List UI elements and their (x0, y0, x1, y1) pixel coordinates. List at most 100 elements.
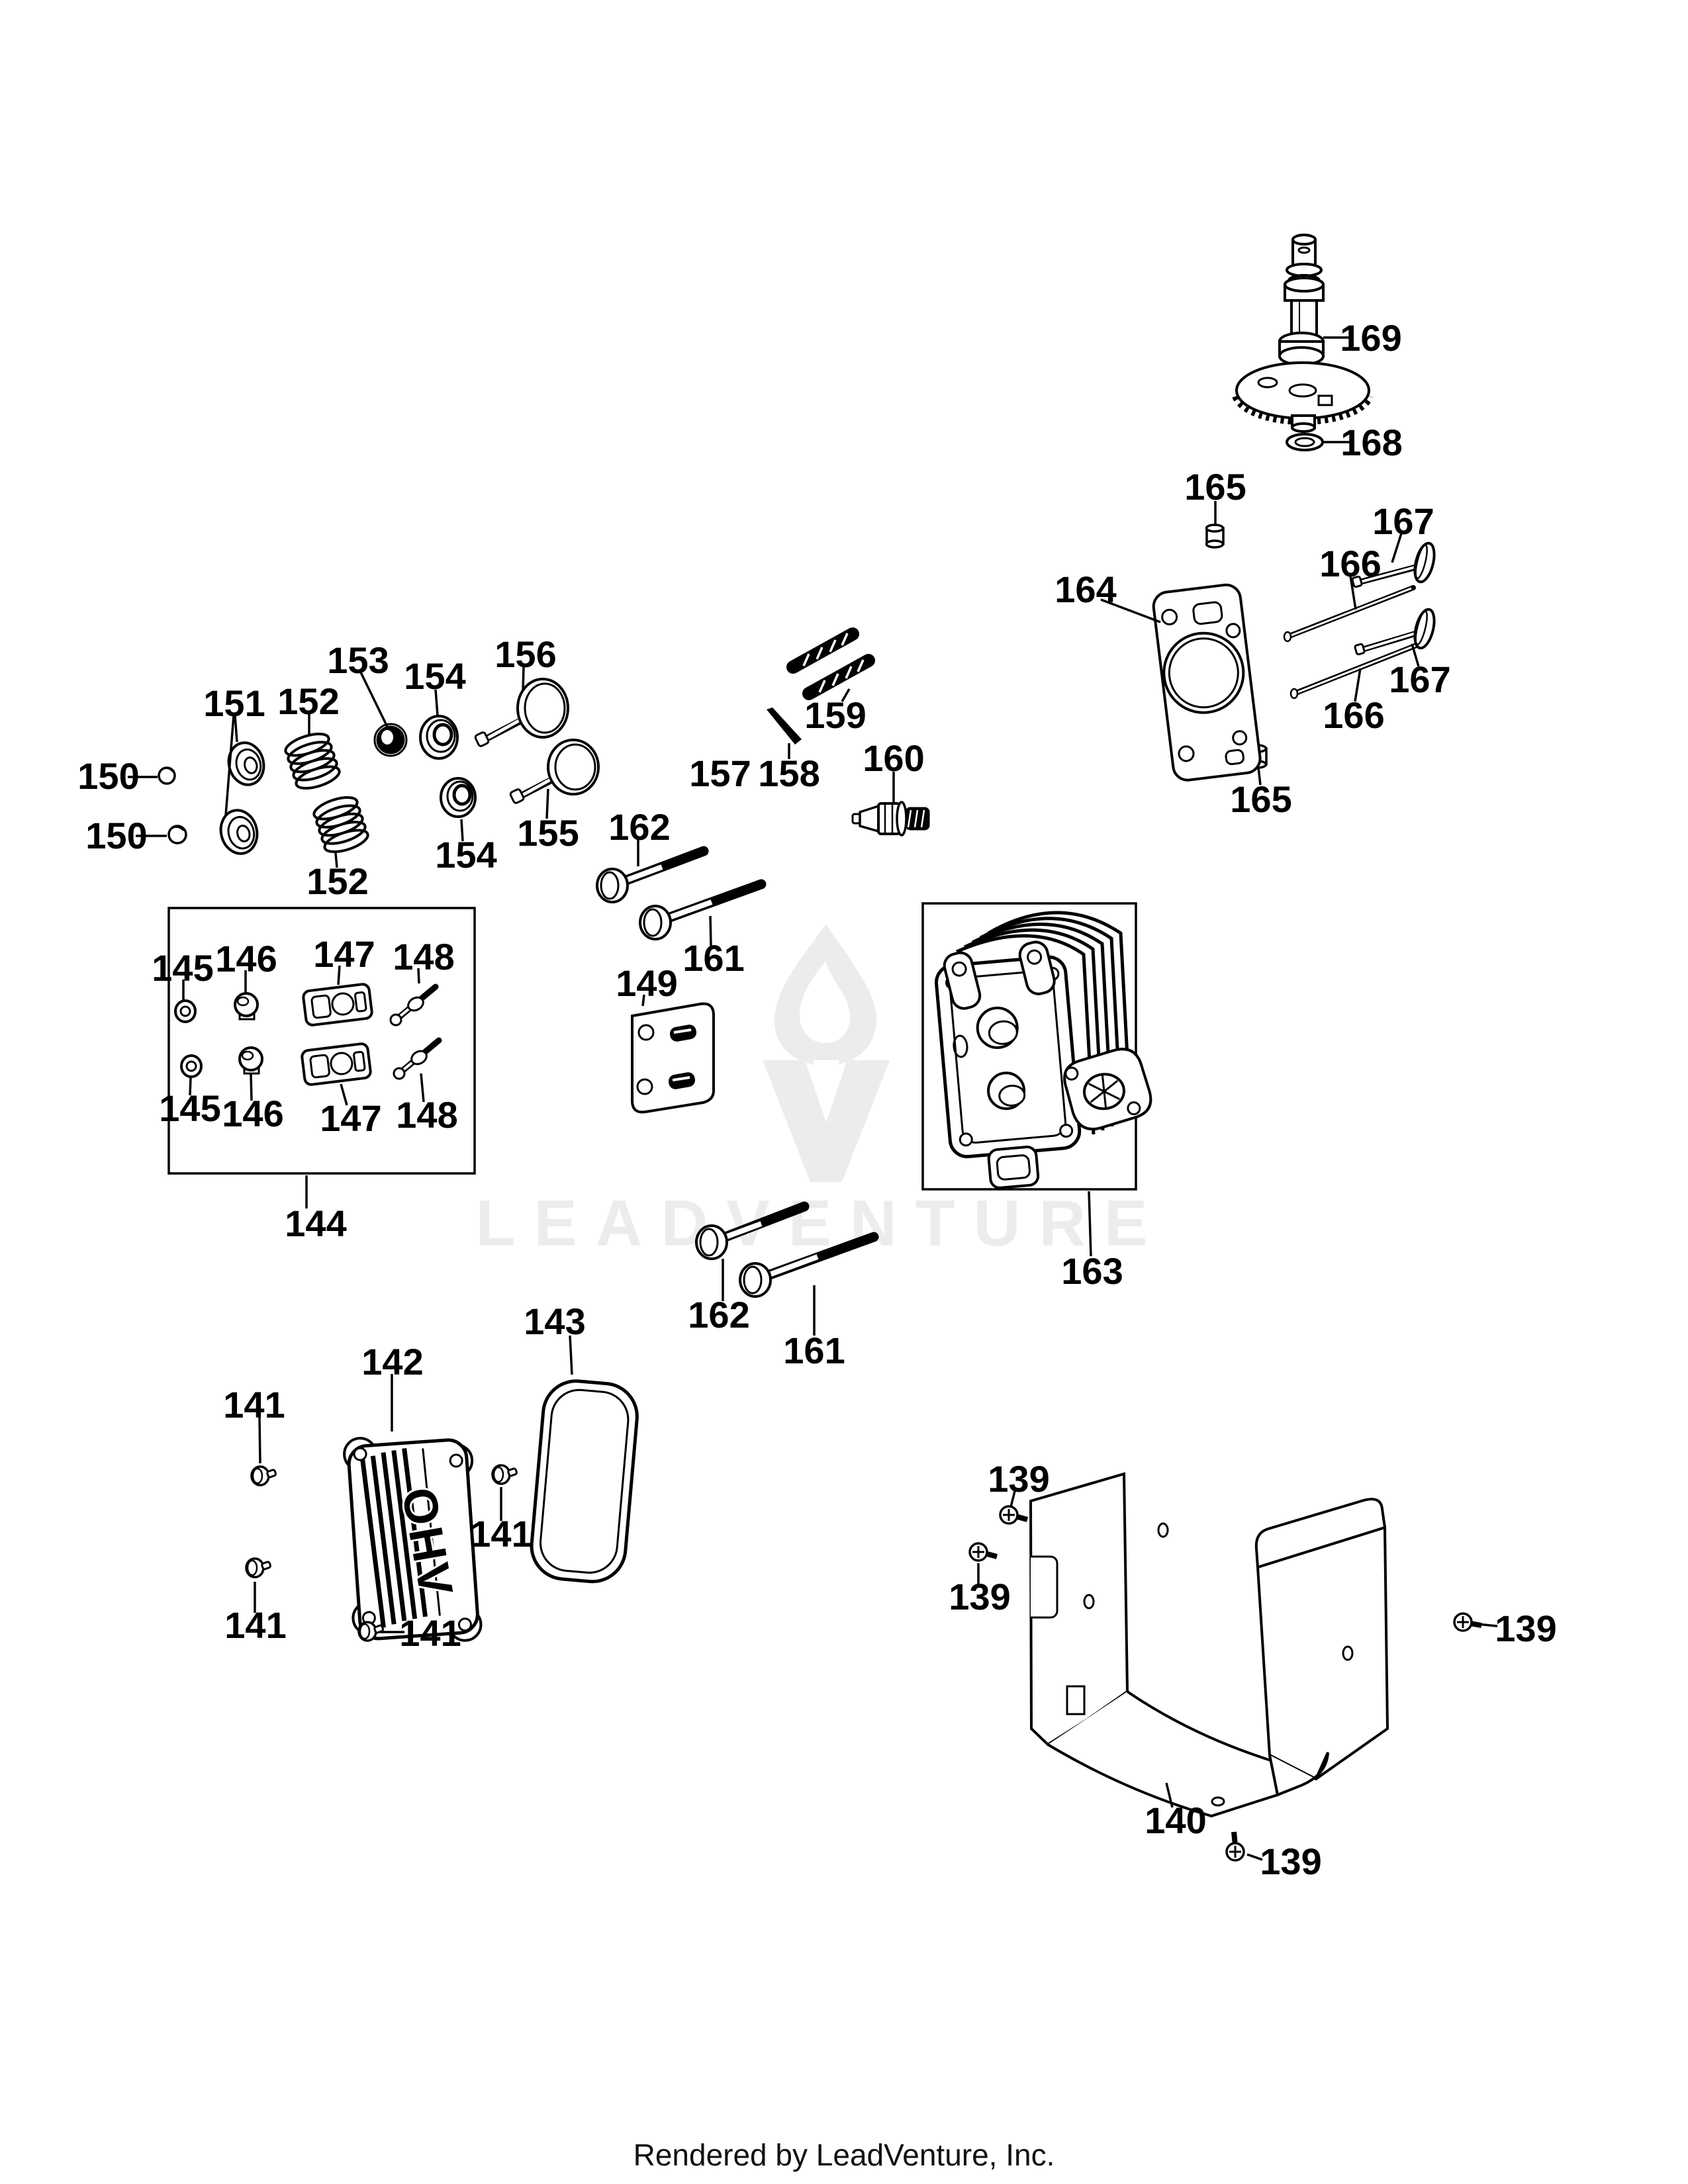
spring-seat-lower-drawing (440, 777, 477, 818)
callout-139-a[interactable]: 139 (988, 1458, 1049, 1500)
callout-152-lower[interactable]: 152 (306, 860, 368, 902)
callout-143[interactable]: 143 (524, 1300, 585, 1342)
spring-seat-upper-drawing (419, 715, 459, 760)
valve-cap-upper-drawing (158, 766, 176, 785)
rocker-arm-upper-drawing (302, 983, 373, 1026)
guide-plate-drawing (631, 1002, 715, 1114)
shield-screw-a-drawing (999, 1505, 1029, 1525)
intake-valve-drawing (509, 739, 600, 804)
exhaust-valve-drawing (474, 678, 569, 747)
footer-credit: Rendered by LeadVenture, Inc. (633, 2138, 1055, 2172)
callout-165-upper[interactable]: 165 (1184, 466, 1246, 508)
camshaft-drawing (1232, 234, 1374, 433)
callout-169[interactable]: 169 (1340, 317, 1401, 359)
callout-160[interactable]: 160 (863, 737, 924, 779)
flame-icon-inner (800, 961, 850, 1043)
callout-162-lower[interactable]: 162 (688, 1294, 749, 1336)
callout-154-lower[interactable]: 154 (435, 834, 496, 876)
spring-retainer-lower-drawing (219, 809, 259, 855)
callout-166-upper[interactable]: 166 (1319, 543, 1381, 584)
cover-bolt-b-drawing (491, 1464, 518, 1485)
callout-158[interactable]: 158 (758, 752, 820, 794)
callout-163[interactable]: 163 (1061, 1250, 1123, 1292)
cylinder-head-box-outline (921, 902, 1137, 1191)
callout-140[interactable]: 140 (1145, 1799, 1206, 1841)
callout-149[interactable]: 149 (616, 962, 677, 1004)
callout-146-upper[interactable]: 146 (215, 938, 277, 979)
callout-150-lower[interactable]: 150 (85, 815, 147, 856)
tappet-upper-drawing (1205, 523, 1225, 549)
callout-141-d[interactable]: 141 (399, 1612, 461, 1654)
head-bolt-short-lower-drawing (695, 1201, 810, 1260)
callout-153[interactable]: 153 (327, 639, 389, 681)
shield-screw-c-drawing (1453, 1612, 1482, 1632)
callout-139-d[interactable]: 139 (1260, 1841, 1321, 1882)
callout-139-b[interactable]: 139 (949, 1576, 1010, 1617)
rocker-kit-box-outline (167, 907, 476, 1175)
rocker-nut-lower-drawing (180, 1054, 203, 1078)
head-gasket-drawing (1152, 583, 1262, 782)
push-rod-upper-drawing (1283, 585, 1416, 643)
spark-plug-drawing (851, 801, 930, 837)
head-bolt-long-lower-drawing (739, 1232, 879, 1298)
callout-151[interactable]: 151 (203, 682, 265, 724)
callout-167-lower[interactable]: 167 (1389, 659, 1450, 700)
cover-bolt-a-drawing (250, 1465, 277, 1486)
callout-150-upper[interactable]: 150 (77, 755, 139, 797)
valve-stem-seal-drawing (373, 723, 408, 757)
callout-144[interactable]: 144 (285, 1203, 346, 1244)
shield-screw-b-drawing (968, 1542, 998, 1562)
rocker-stud-upper-drawing (389, 983, 439, 1026)
head-bolt-long-upper-drawing (639, 879, 767, 940)
leader-lines (128, 336, 1498, 1861)
rocker-stud-lower-drawing (393, 1037, 442, 1080)
shield-screw-d-drawing (1225, 1831, 1245, 1862)
callout-155[interactable]: 155 (517, 812, 579, 854)
callout-141-c[interactable]: 141 (224, 1604, 286, 1646)
callout-145-lower[interactable]: 145 (159, 1087, 220, 1129)
callout-164[interactable]: 164 (1055, 569, 1116, 610)
callout-161-lower[interactable]: 161 (783, 1330, 845, 1371)
v-logo-icon (763, 1060, 890, 1182)
callout-146-lower[interactable]: 146 (222, 1093, 283, 1134)
callout-142[interactable]: 142 (361, 1341, 423, 1383)
callout-148-upper[interactable]: 148 (393, 936, 454, 978)
leadventure-watermark: LEADVENTURE (475, 924, 1166, 1259)
callout-162-upper[interactable]: 162 (608, 806, 670, 848)
heat-shield-drawing (1029, 1472, 1389, 1818)
watermark-text: LEADVENTURE (475, 1187, 1166, 1259)
valve-cover-drawing: OHV (343, 1437, 483, 1642)
part-callouts: 169 168 165 164 167 166 166 167 165 150 … (77, 317, 1556, 1882)
callout-141-a[interactable]: 141 (223, 1384, 285, 1426)
callout-152-upper[interactable]: 152 (277, 680, 339, 722)
callout-148-lower[interactable]: 148 (396, 1094, 457, 1136)
spring-retainer-upper-drawing (227, 741, 265, 786)
cylinder-head-drawing (935, 911, 1152, 1189)
rocker-pivot-lower-drawing (238, 1046, 263, 1075)
cover-bolt-d-drawing (357, 1621, 385, 1642)
v-logo-notch (813, 1060, 839, 1097)
callout-157[interactable]: 157 (689, 752, 751, 794)
callout-165-lower[interactable]: 165 (1230, 778, 1291, 820)
callout-141-b[interactable]: 141 (470, 1513, 532, 1555)
valve-spring-lower-drawing (312, 796, 369, 853)
callout-147-lower[interactable]: 147 (320, 1097, 381, 1139)
callout-156[interactable]: 156 (494, 633, 556, 675)
valve-spring-upper-drawing (284, 733, 341, 790)
valve-cover-gasket-drawing (530, 1379, 639, 1584)
head-bolt-short-upper-drawing (596, 846, 709, 903)
rocker-nut-upper-drawing (174, 999, 197, 1023)
callout-166-lower[interactable]: 166 (1323, 694, 1384, 736)
callout-167-upper[interactable]: 167 (1372, 500, 1434, 542)
callout-145-upper[interactable]: 145 (152, 947, 213, 989)
callout-154-upper[interactable]: 154 (404, 655, 465, 697)
callout-147-upper[interactable]: 147 (313, 933, 375, 975)
valve-cap-lower-drawing (167, 825, 187, 844)
push-rod-lower-drawing (1289, 641, 1423, 700)
callout-168[interactable]: 168 (1340, 422, 1402, 463)
callout-139-c[interactable]: 139 (1495, 1608, 1556, 1649)
callout-161-upper[interactable]: 161 (682, 937, 744, 979)
callout-159[interactable]: 159 (804, 694, 866, 736)
